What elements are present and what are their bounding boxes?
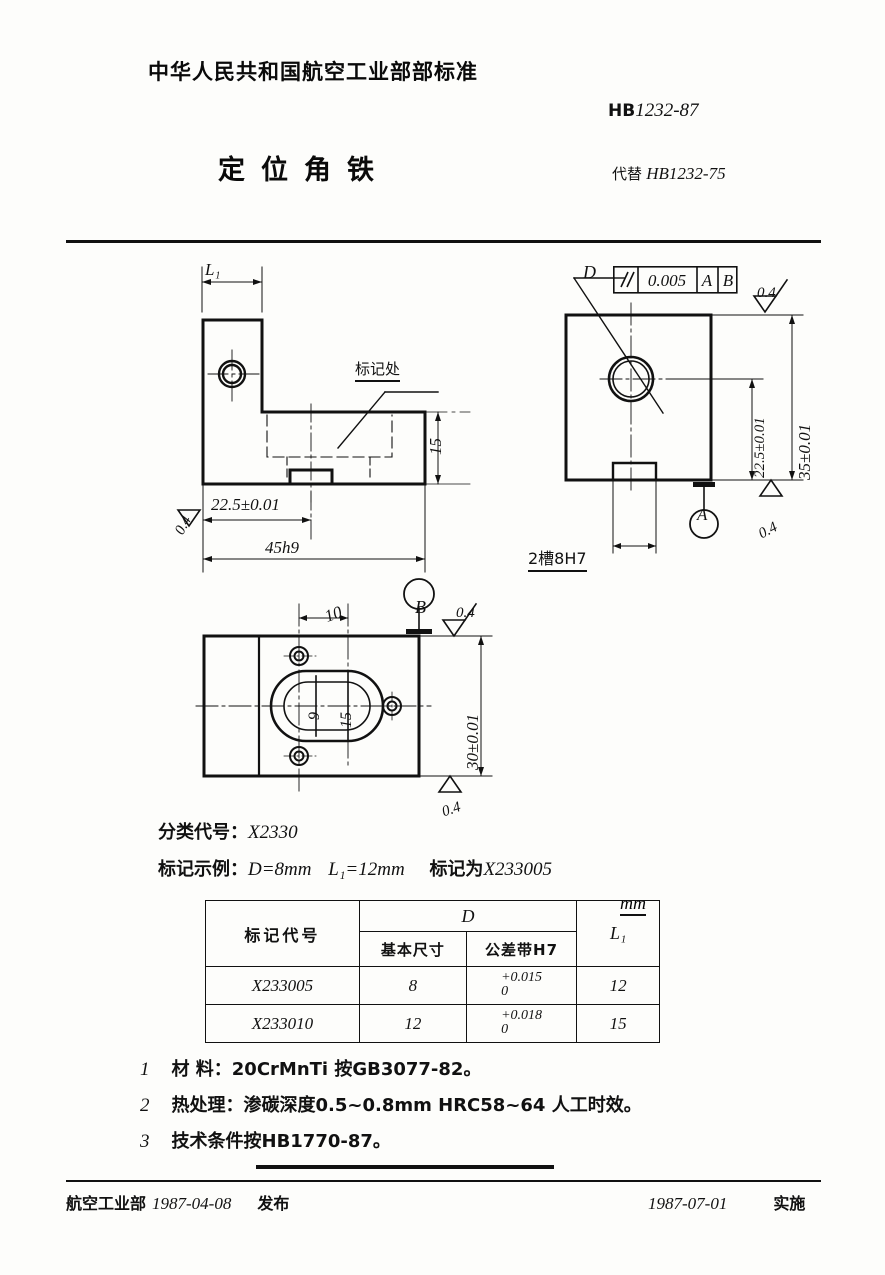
row-1-basic: 12 xyxy=(358,1004,467,1043)
classification-label: 分类代号： xyxy=(158,822,248,843)
page-title: 定位角铁 xyxy=(218,155,390,186)
standard-number: HB1232-87 xyxy=(608,100,699,122)
dimension-22-5-side: 22.5±0.01 xyxy=(752,417,768,478)
slot-note: 2槽8H7 xyxy=(528,545,587,572)
dimension-22-5-front: 22.5±0.01 xyxy=(211,495,280,514)
note-0-text: 材 料：20CrMnTi 按GB3077-82。 xyxy=(171,1059,482,1080)
fcf-datum-a-value: A xyxy=(701,271,713,290)
table-header-row-2: 基本尺寸 公差带H7 xyxy=(206,931,660,967)
example-length: L₁=12mm xyxy=(328,859,405,880)
side-view-drawing xyxy=(528,258,838,558)
header-D: D xyxy=(358,900,578,932)
classification-line: 分类代号：X2330 xyxy=(158,818,298,844)
row-1-code: X233010 xyxy=(205,1004,360,1043)
roughness-0-4-plan-top: 0.4 xyxy=(456,605,475,621)
dimension-30: 30±0.01 xyxy=(463,713,482,770)
note-item: 3 技术条件按HB1770-87。 xyxy=(140,1127,391,1153)
fcf-tolerance-value: 0.005 xyxy=(648,271,686,290)
replaces-label: 代替 xyxy=(612,165,643,183)
row-1-L1: 15 xyxy=(576,1004,660,1043)
marking-example-label: 标记示例： xyxy=(158,859,248,880)
note-2-text: 技术条件按HB1770-87。 xyxy=(171,1131,391,1152)
marking-example-line: 标记示例：D=8mm L₁=12mm 标记为X233005 xyxy=(158,855,552,881)
row-0-L1: 12 xyxy=(576,966,660,1005)
plan-view-drawing xyxy=(195,578,506,811)
replaces-code: HB1232-75 xyxy=(646,164,726,183)
issuer-name: 航空工业部 xyxy=(66,1194,147,1213)
row-0-tolerance: +0.015 0 xyxy=(465,966,578,1005)
dimension-35: 35±0.01 xyxy=(795,423,814,480)
row-0-tol-upper: +0.015 xyxy=(501,970,543,985)
note-2-number: 3 xyxy=(140,1131,150,1152)
note-1-number: 2 xyxy=(140,1095,150,1116)
row-1-tol-lower: 0 xyxy=(501,1022,509,1037)
example-mark-label: 标记为 xyxy=(429,859,484,880)
row-1-tol-upper: +0.018 xyxy=(501,1008,543,1023)
leader-label-D: D xyxy=(583,262,596,282)
table-row: X233005 8 +0.015 0 12 xyxy=(205,966,660,1005)
effective-date: 1987-07-01 xyxy=(648,1194,728,1213)
footer-effective: 1987-07-01 实施 xyxy=(648,1190,805,1214)
header-marking-code: 标记代号 xyxy=(205,900,360,967)
datum-b-label: B xyxy=(415,597,426,617)
example-mark-value: X233005 xyxy=(483,859,553,880)
row-0-basic: 8 xyxy=(358,966,467,1005)
table-row: X233010 12 +0.018 0 15 xyxy=(205,1004,660,1043)
row-0-code: X233005 xyxy=(205,966,360,1005)
note-item: 1 材 料：20CrMnTi 按GB3077-82。 xyxy=(140,1055,481,1081)
header-tolerance-h7: 公差带H7 xyxy=(465,931,578,967)
dimension-15-front: 15 xyxy=(426,438,445,455)
example-diameter: D=8mm xyxy=(248,859,312,880)
feature-control-frame: 0.005 A B xyxy=(613,266,738,294)
marking-location-label: 标记处 xyxy=(355,358,401,382)
fcf-datum-b-value: B xyxy=(723,271,734,290)
front-view-drawing xyxy=(170,252,471,582)
header-basic-size: 基本尺寸 xyxy=(358,931,467,967)
replaces-line: 代替 HB1232-75 xyxy=(612,163,726,184)
footer-issue: 航空工业部 1987-04-08 发布 xyxy=(66,1190,289,1214)
note-0-number: 1 xyxy=(140,1059,150,1080)
footer-divider-short xyxy=(256,1165,554,1169)
row-1-tolerance: +0.018 0 xyxy=(465,1004,578,1043)
table-header-row-1: 标记代号 D L₁ xyxy=(205,900,660,967)
note-item: 2 热处理：渗碳深度0.5~0.8mm HRC58~64 人工时效。 xyxy=(140,1091,642,1117)
standard-code: 1232-87 xyxy=(635,100,699,121)
header-divider xyxy=(66,240,821,243)
datum-a-label: A xyxy=(697,505,708,524)
header-L1: L₁ xyxy=(576,900,660,967)
dimension-15-plan: 15 xyxy=(338,712,355,728)
issue-word: 发布 xyxy=(257,1194,290,1213)
ministry-heading: 中华人民共和国航空工业部部标准 xyxy=(148,60,478,84)
footer-divider xyxy=(66,1180,821,1182)
roughness-0-4-side-top: 0.4 xyxy=(757,285,776,301)
classification-value: X2330 xyxy=(248,822,298,843)
dimension-9-plan: 9 xyxy=(306,712,323,720)
effective-word: 实施 xyxy=(773,1194,806,1213)
row-0-tol-lower: 0 xyxy=(501,984,509,999)
standard-prefix: HB xyxy=(608,101,636,121)
note-1-text: 热处理：渗碳深度0.5~0.8mm HRC58~64 人工时效。 xyxy=(171,1095,642,1116)
issue-date: 1987-04-08 xyxy=(152,1194,232,1213)
dimension-45h9: 45h9 xyxy=(265,538,299,557)
dimension-L1: L₁ xyxy=(205,260,221,279)
specification-table: 标记代号 D L₁ 基本尺寸 公差带H7 X233005 8 +0.015 0 … xyxy=(205,900,660,1043)
